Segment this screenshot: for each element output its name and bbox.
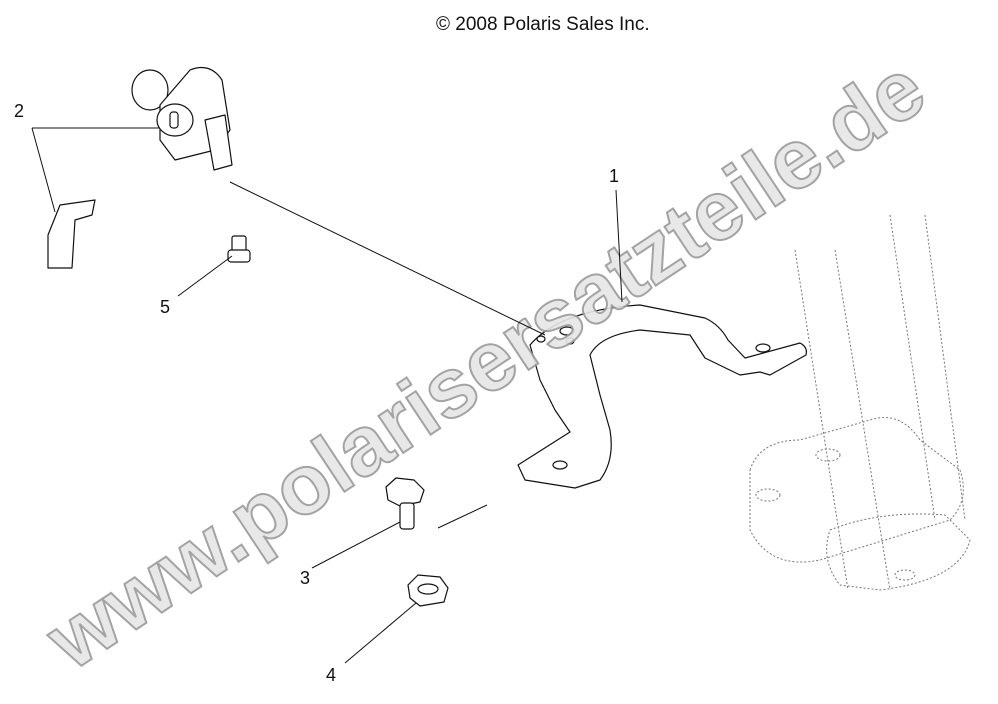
bolt-part	[385, 477, 425, 530]
leader-lines	[31, 127, 623, 664]
callout-3: 3	[300, 568, 310, 588]
callout-4: 4	[326, 665, 336, 685]
callout-1: 1	[609, 166, 619, 186]
callout-5: 5	[160, 297, 170, 317]
copyright-text: © 2008 Polaris Sales Inc.	[436, 14, 650, 35]
bracket-part	[517, 304, 807, 489]
ignition-switch-part	[47, 67, 233, 269]
steering-column-ghost	[749, 214, 971, 591]
callout-2: 2	[14, 101, 24, 121]
nut-part	[407, 574, 449, 607]
screw-part	[227, 235, 251, 263]
